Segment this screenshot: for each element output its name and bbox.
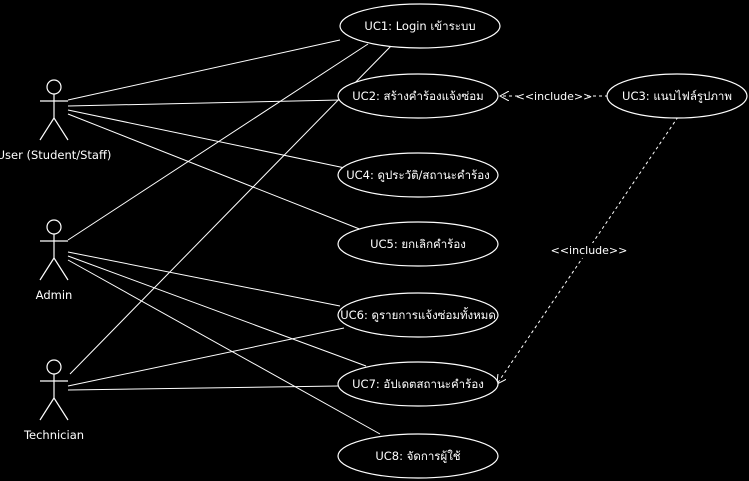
- assoc-admin-uc1: [67, 43, 369, 241]
- use-case-uc2[interactable]: UC2: สร้างคำร้องแจ้งซ่อม: [337, 73, 499, 119]
- use-case-uc3[interactable]: UC3: แนบไฟล์รูปภาพ: [606, 73, 748, 119]
- stick-figure-icon: [39, 359, 69, 421]
- use-case-uc6[interactable]: UC6: ดูรายการแจ้งซ่อมทั้งหมด: [337, 292, 499, 338]
- user-associations: [67, 39, 363, 231]
- stick-figure-icon: [39, 79, 69, 141]
- include-relations: <<include>> <<include>>: [497, 89, 679, 384]
- assoc-user-uc5: [67, 113, 363, 231]
- include-label-bg: [521, 89, 587, 104]
- assoc-admin-uc8: [67, 259, 381, 435]
- assoc-user-uc4: [67, 109, 346, 169]
- actor-admin-label: Admin: [36, 288, 73, 302]
- assoc-technician-uc6: [67, 327, 345, 387]
- use-case-uc1[interactable]: UC1: Login เข้าระบบ: [339, 3, 501, 49]
- assoc-user-uc2: [67, 99, 341, 107]
- actor-technician[interactable]: Technician: [23, 359, 84, 442]
- assoc-admin-uc6: [67, 251, 341, 307]
- include-label-uc2-uc3: <<include>>: [516, 90, 593, 103]
- actor-admin[interactable]: Admin: [36, 219, 73, 302]
- actor-user[interactable]: User (Student/Staff): [0, 79, 111, 162]
- assoc-user-uc1: [67, 39, 341, 101]
- use-case-uc7[interactable]: UC7: อัปเดตสถานะคำร้อง: [337, 361, 499, 407]
- use-case-uc5-label: UC5: ยกเลิกคำร้อง: [370, 237, 466, 251]
- assoc-admin-uc7: [67, 255, 367, 367]
- use-case-uc7-label: UC7: อัปเดตสถานะคำร้อง: [352, 377, 484, 391]
- use-case-uc4[interactable]: UC4: ดูประวัติ/สถานะคำร้อง: [337, 152, 499, 198]
- use-case-uc2-label: UC2: สร้างคำร้องแจ้งซ่อม: [352, 89, 483, 103]
- include-label-bg: [555, 243, 623, 258]
- assoc-technician-uc7: [67, 385, 339, 391]
- use-case-uc4-label: UC4: ดูประวัติ/สถานะคำร้อง: [346, 168, 490, 182]
- admin-associations: [67, 43, 381, 435]
- include-label-uc7-uc3: <<include>>: [551, 244, 628, 257]
- actor-user-label: User (Student/Staff): [0, 148, 111, 162]
- use-case-uc6-label: UC6: ดูรายการแจ้งซ่อมทั้งหมด: [340, 307, 496, 322]
- use-case-uc5[interactable]: UC5: ยกเลิกคำร้อง: [337, 221, 499, 267]
- use-case-uc8[interactable]: UC8: จัดการผู้ใช้: [337, 433, 499, 479]
- use-case-uc3-label: UC3: แนบไฟล์รูปภาพ: [622, 89, 732, 103]
- actor-technician-label: Technician: [23, 428, 84, 442]
- use-case-uc8-label: UC8: จัดการผู้ใช้: [375, 449, 460, 463]
- use-case-uc1-label: UC1: Login เข้าระบบ: [364, 19, 475, 33]
- stick-figure-icon: [39, 219, 69, 281]
